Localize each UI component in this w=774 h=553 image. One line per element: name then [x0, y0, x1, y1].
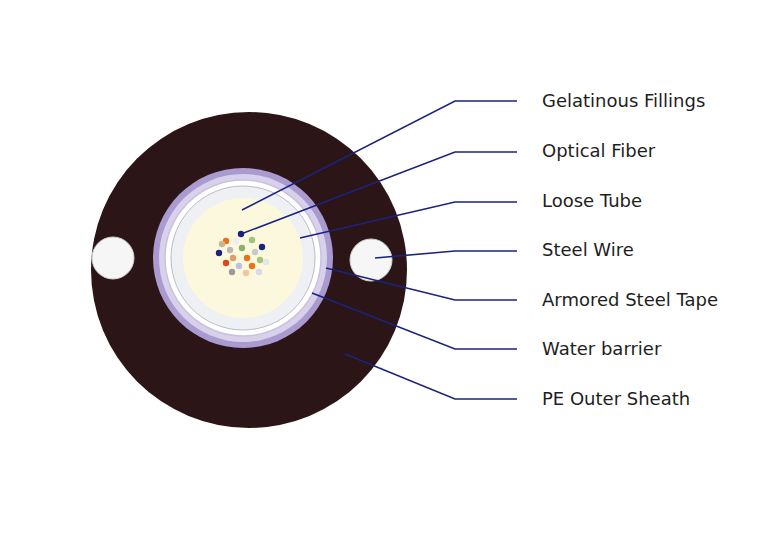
fiber-dot — [244, 255, 250, 261]
fiber-dot — [227, 247, 233, 253]
water-barrier — [153, 168, 333, 348]
fiber-dot — [252, 249, 258, 255]
part-label: Optical Fiber — [542, 140, 655, 162]
loose-tube — [171, 186, 315, 330]
leader-line — [242, 101, 517, 210]
part-label: Steel Wire — [542, 239, 634, 261]
fiber-dot — [263, 259, 269, 265]
fiber-dot — [230, 255, 236, 261]
armored-steel-tape — [159, 174, 327, 342]
steel-wire — [92, 237, 134, 279]
part-label: Armored Steel Tape — [542, 289, 718, 311]
fiber-dot — [216, 250, 222, 256]
leader-line — [326, 268, 517, 300]
fiber-dot — [249, 263, 255, 269]
part-label: Gelatinous Fillings — [542, 90, 705, 112]
fiber-dot — [256, 269, 262, 275]
fiber-dot — [239, 245, 245, 251]
leader-line — [312, 293, 517, 349]
part-label: Loose Tube — [542, 190, 642, 212]
fiber-dot — [223, 260, 229, 266]
fiber-dot — [229, 269, 235, 275]
fiber-dot — [257, 257, 263, 263]
fiber-dot — [249, 237, 255, 243]
fiber-dot — [236, 263, 242, 269]
fiber-dot — [219, 241, 225, 247]
fiber-dot — [259, 244, 265, 250]
leader-line — [300, 202, 517, 238]
leader-line — [345, 354, 517, 399]
leader-line — [241, 152, 517, 234]
fiber-dot — [243, 270, 249, 276]
white-ring — [165, 180, 321, 336]
leader-line — [375, 251, 517, 258]
pe-outer-sheath — [91, 112, 407, 428]
part-label: PE Outer Sheath — [542, 388, 690, 410]
optical-fibers — [216, 231, 269, 276]
fiber-dot — [233, 238, 239, 244]
leader-lines — [241, 101, 517, 399]
gelatinous-filling — [183, 198, 303, 318]
part-label: Water barrier — [542, 338, 661, 360]
